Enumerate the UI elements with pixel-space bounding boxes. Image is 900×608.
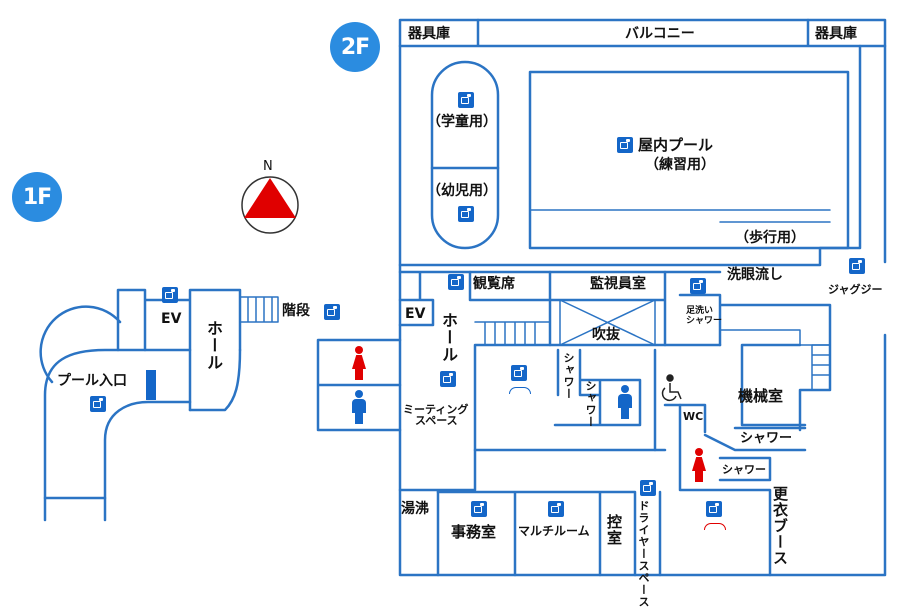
storage-left-label: 器具庫 bbox=[408, 26, 450, 42]
entrance-door bbox=[146, 370, 156, 400]
pool-entrance-label: プール入口 bbox=[57, 373, 127, 389]
meeting-space-label: ミーティングスペース bbox=[403, 403, 469, 427]
1f-stairs bbox=[239, 296, 279, 323]
1f-stairs-label: 階段 bbox=[282, 303, 310, 319]
indoor-pool-label: 屋内プール bbox=[638, 136, 714, 154]
floor-badge-2f: 2F bbox=[330, 22, 380, 72]
camera-icon bbox=[548, 501, 564, 517]
kettle-label: 湯沸 bbox=[401, 501, 429, 517]
camera-icon bbox=[511, 365, 527, 381]
storage-right-label: 器具庫 bbox=[815, 26, 857, 42]
1f-entrance-inner bbox=[103, 400, 192, 522]
hanger-icon bbox=[704, 522, 726, 530]
camera-icon bbox=[458, 92, 474, 108]
camera-icon bbox=[617, 137, 633, 153]
1f-hall-wall bbox=[188, 348, 242, 412]
floor-plan bbox=[39, 18, 887, 577]
2f-stairs bbox=[474, 321, 551, 346]
jacuzzi-label: ジャグジー bbox=[828, 283, 883, 296]
camera-icon bbox=[162, 287, 178, 303]
2f-hall-label: ホール bbox=[439, 312, 458, 363]
camera-icon bbox=[640, 480, 656, 496]
camera-icon bbox=[471, 501, 487, 517]
accessible-icon bbox=[661, 374, 682, 402]
camera-icon bbox=[440, 371, 456, 387]
1f-entrance-rotunda bbox=[39, 305, 122, 384]
compass-label: N bbox=[263, 159, 273, 174]
camera-icon bbox=[690, 278, 706, 294]
1f-hall-label: ホール bbox=[204, 320, 223, 371]
camera-icon bbox=[458, 206, 474, 222]
walking-pool-label: （歩行用） bbox=[735, 230, 805, 246]
eyewash-label: 洗眼流し bbox=[727, 267, 783, 283]
wc-label: WC bbox=[683, 410, 704, 423]
shower-b-label: シャワー bbox=[584, 380, 597, 428]
machine-room-label: 機械室 bbox=[738, 387, 784, 405]
2f-ev-label: EV bbox=[405, 306, 426, 322]
2f-outer-wall bbox=[398, 18, 887, 577]
shower-d-label: シャワー bbox=[722, 463, 766, 476]
foot-wash-label: 足洗いシャワー bbox=[686, 306, 723, 327]
infant-pool-label: （幼児用） bbox=[427, 183, 497, 199]
pool-main bbox=[528, 70, 850, 250]
children-pool-label: （学童用） bbox=[427, 114, 497, 130]
waiting-room-label: 控室 bbox=[605, 514, 623, 546]
1f-ev-label: EV bbox=[161, 311, 182, 327]
camera-icon bbox=[448, 274, 464, 290]
balcony-label: バルコニー bbox=[625, 26, 695, 42]
dryer-space-label: ドライヤースペース bbox=[637, 500, 650, 608]
monitor-room-label: 監視員室 bbox=[590, 276, 646, 292]
office-label: 事務室 bbox=[451, 523, 497, 541]
atrium-label: 吹抜 bbox=[592, 327, 620, 343]
2f-top-strip bbox=[398, 18, 887, 48]
female-restroom-icon bbox=[350, 346, 368, 380]
1f-entrance-curve bbox=[43, 348, 192, 522]
male-restroom-icon bbox=[350, 390, 368, 424]
camera-icon bbox=[849, 258, 865, 274]
changing-booth-label: 更衣ブース bbox=[771, 486, 789, 566]
camera-icon bbox=[90, 396, 106, 412]
shower-a-label: シャワー bbox=[562, 352, 575, 400]
camera-icon bbox=[324, 304, 340, 320]
camera-icon bbox=[706, 501, 722, 517]
indoor-pool-sub-label: （練習用） bbox=[645, 157, 715, 173]
hanger-icon bbox=[509, 386, 531, 394]
shower-c-label: シャワー bbox=[740, 431, 793, 446]
compass-icon bbox=[241, 176, 299, 234]
multi-room-label: マルチルーム bbox=[518, 524, 590, 538]
1f-ev-wall bbox=[116, 288, 242, 412]
female-restroom-icon bbox=[690, 448, 708, 482]
gallery-label: 観覧席 bbox=[473, 276, 515, 292]
male-restroom-icon bbox=[616, 385, 634, 419]
floor-badge-1f: 1F bbox=[12, 172, 62, 222]
pool-children-infant bbox=[430, 60, 500, 250]
